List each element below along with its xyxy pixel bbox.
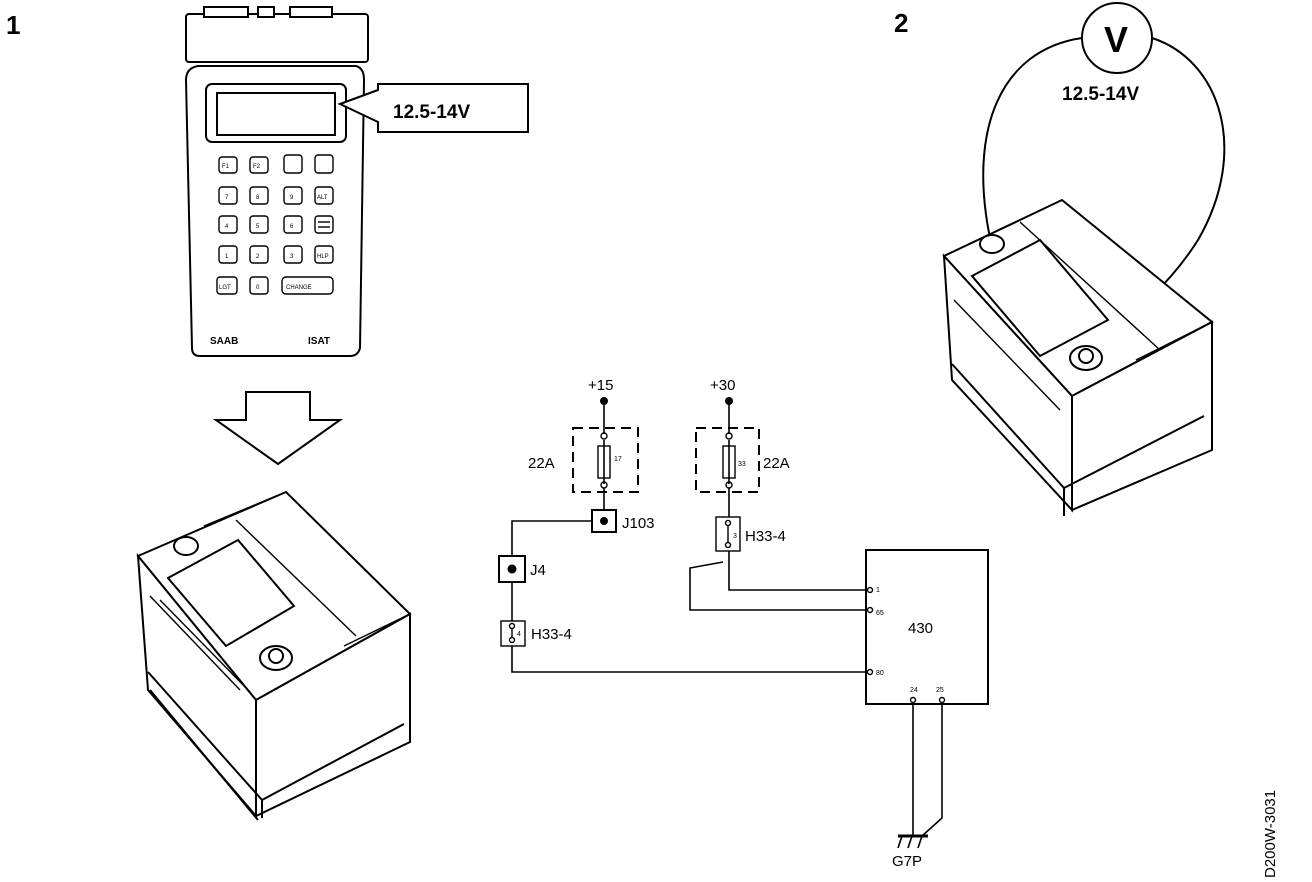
fuse-box-left [572, 427, 639, 493]
svg-text:65: 65 [876, 610, 884, 617]
drawing-id: D200W-3031 [1262, 790, 1279, 878]
module-label: 430 [908, 620, 933, 637]
svg-text:4: 4 [225, 224, 229, 230]
joint-j103-label: J103 [622, 515, 655, 532]
connector-h33-4-left [500, 620, 526, 647]
tester-brand-isat: ISAT [308, 336, 330, 347]
voltmeter-symbol: V [1104, 19, 1128, 60]
wiring-diagram: +15 22A 17 J103 J4 4 H33-4 +30 2 [498, 377, 989, 870]
fuse-box-right-label: 22A [763, 455, 790, 472]
svg-text:0: 0 [256, 285, 260, 291]
connector-h33-4-right-label: H33-4 [745, 528, 786, 545]
svg-text:LGT: LGT [219, 285, 231, 291]
battery-1 [136, 490, 412, 821]
voltmeter-reading: 12.5-14V [1062, 84, 1139, 105]
svg-text:25: 25 [936, 687, 944, 694]
svg-text:F1: F1 [222, 164, 230, 170]
svg-text:3: 3 [733, 533, 737, 540]
arrow-down-icon [212, 391, 344, 466]
connector-h33-4-right [715, 516, 741, 552]
fuse-box-left-label: 22A [528, 455, 555, 472]
svg-text:8: 8 [256, 195, 260, 201]
svg-text:6: 6 [290, 224, 294, 230]
connector-h33-4-left-label: H33-4 [531, 626, 572, 643]
display-callout: 12.5-14V [337, 83, 529, 133]
svg-text:3: 3 [290, 254, 294, 260]
svg-text:ALT: ALT [317, 195, 328, 201]
svg-text:24: 24 [910, 687, 918, 694]
figure-number-1: 1 [6, 10, 20, 40]
display-reading: 12.5-14V [393, 102, 470, 123]
svg-text:F2: F2 [253, 164, 261, 170]
svg-text:5: 5 [256, 224, 260, 230]
tester-brand-saab: SAAB [210, 336, 238, 347]
supply-15-label: +15 [588, 377, 613, 394]
ground-label: G7P [892, 853, 922, 870]
svg-text:4: 4 [517, 631, 521, 638]
figure-number-2: 2 [894, 8, 908, 38]
fuse-right-number: 33 [738, 461, 746, 468]
svg-text:1: 1 [225, 254, 229, 260]
svg-text:2: 2 [256, 254, 260, 260]
diagnostic-tester: F1 F2 7 8 9 ALT 4 5 6 1 2 [184, 6, 369, 357]
svg-text:1: 1 [876, 587, 880, 594]
joint-j4-label: J4 [530, 562, 546, 579]
svg-text:CHANGE: CHANGE [286, 285, 312, 291]
svg-text:9: 9 [290, 195, 294, 201]
control-module-430 [865, 549, 989, 705]
supply-30-label: +30 [710, 377, 735, 394]
svg-text:HLP: HLP [317, 254, 329, 260]
voltmeter: V 12.5-14V [982, 2, 1226, 353]
tester-keypad: F1 F2 7 8 9 ALT 4 5 6 1 2 [216, 154, 334, 295]
fuse-left-number: 17 [614, 456, 622, 463]
battery-2 [942, 198, 1214, 516]
svg-text:80: 80 [876, 670, 884, 677]
svg-text:7: 7 [225, 195, 229, 201]
